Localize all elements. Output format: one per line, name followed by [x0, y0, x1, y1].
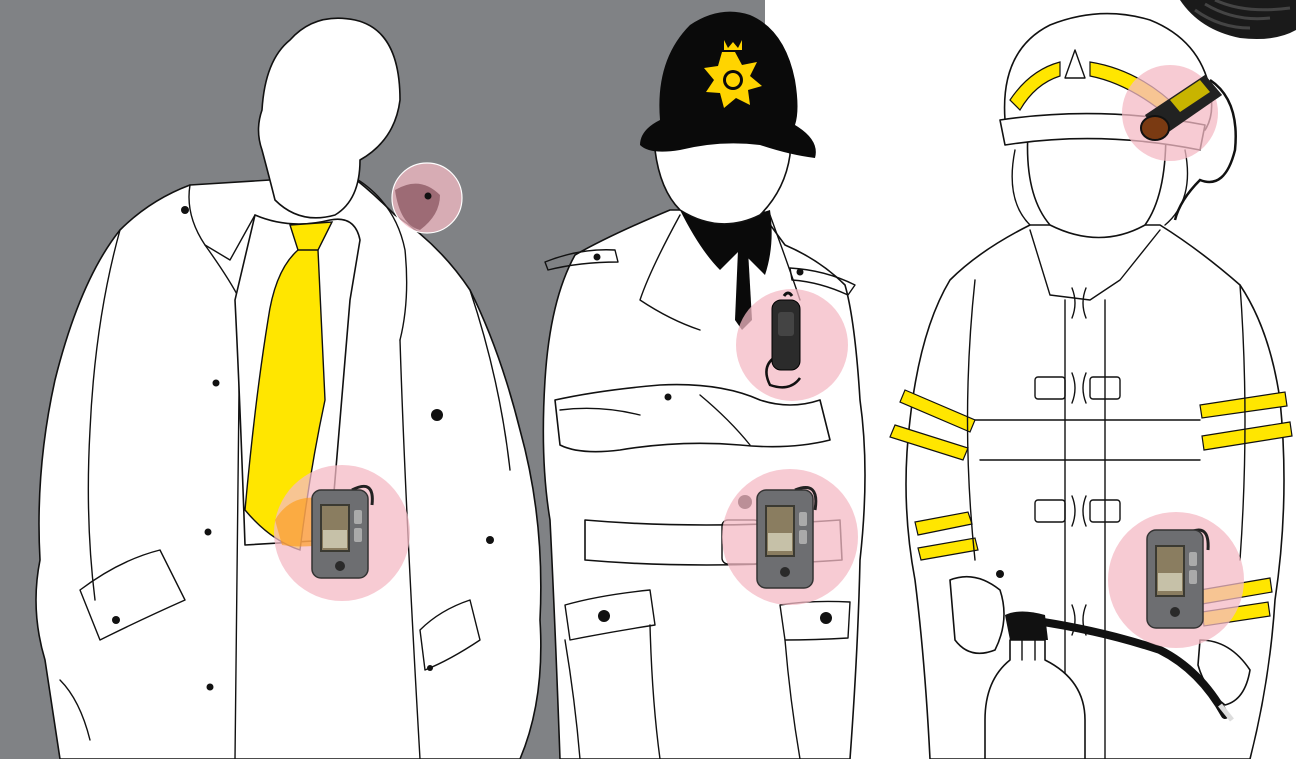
body-camera-icon — [757, 488, 816, 589]
highlight-body-camera-2 — [722, 469, 858, 605]
highlight-lapel-camera — [392, 163, 462, 233]
highlight-speaker-mic — [736, 289, 848, 401]
body-camera-icon — [1147, 530, 1208, 628]
highlight-body-camera-1 — [274, 465, 410, 601]
body-camera-icon — [312, 486, 372, 578]
highlight-body-camera-3 — [1108, 512, 1244, 648]
